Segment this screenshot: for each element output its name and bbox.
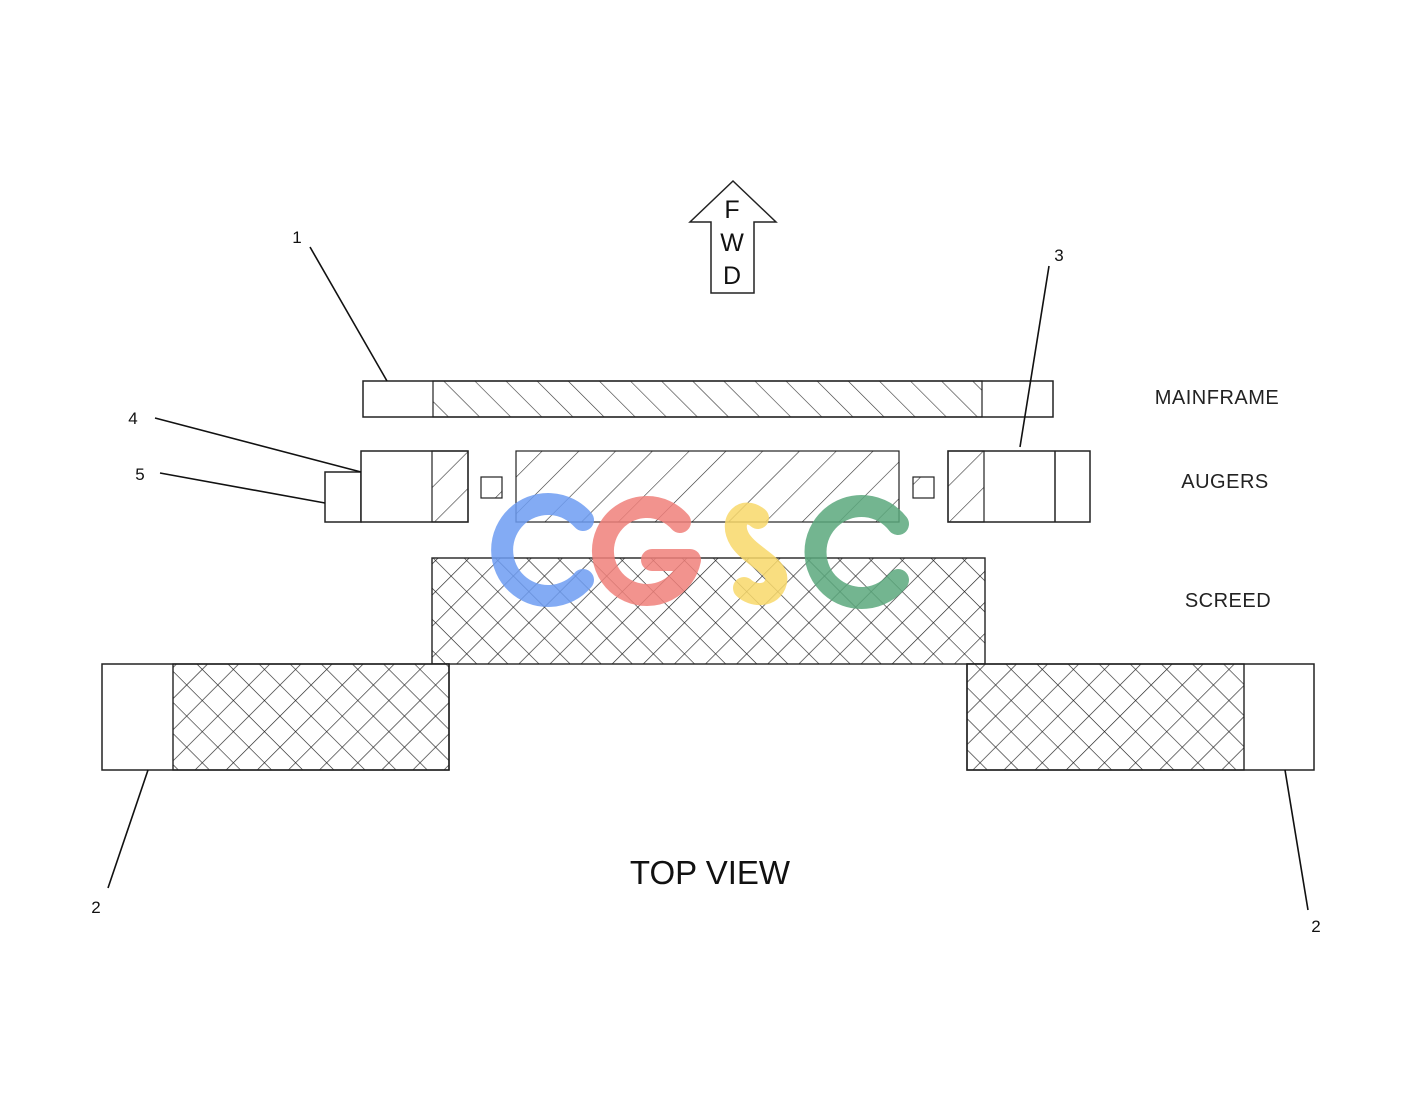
watermark-logo [491,493,909,609]
watermark-letter-g [591,496,701,607]
callout-5: 5 [135,465,144,484]
callout-2-left: 2 [91,898,100,917]
watermark-letter-s [724,502,788,605]
leader-4 [154,417,362,473]
callout-3: 3 [1054,246,1063,265]
watermark-letter-c-2 [804,495,909,609]
leader-2-right [1284,769,1309,911]
fwd-arrow-shape [688,179,778,294]
fwd-letter-f: F [724,196,739,224]
screed-extension-left [101,663,450,771]
label-screed: SCREED [1185,590,1271,612]
screed-extension-left-hatched [172,663,450,771]
auger-right-bearing [912,476,935,499]
auger-left-hatched [431,450,469,523]
screed-extension-right [966,663,1315,771]
leader-1 [309,246,388,382]
fwd-letter-d: D [723,262,741,290]
augers [324,450,1091,523]
screed-extension-right-hatched [966,663,1245,771]
leader-3 [1019,265,1050,448]
leader-lines [107,246,1309,911]
mainframe [362,380,1054,418]
label-mainframe: MAINFRAME [1155,387,1280,409]
auger-left-bearing [480,476,503,499]
callout-4: 4 [128,409,137,428]
mainframe-hatched-section [432,380,983,418]
view-title: TOP VIEW [630,854,791,891]
callout-1: 1 [292,228,301,247]
watermark-letter-c-1 [491,493,594,607]
auger-left-end-plate [324,471,362,523]
fwd-arrow: F W D [688,179,778,294]
auger-right-hatched [947,450,985,523]
fwd-letter-w: W [720,229,744,257]
leader-2-left [107,769,149,889]
label-augers: AUGERS [1181,471,1268,493]
callout-2-right: 2 [1311,917,1320,936]
leader-5 [159,472,326,504]
